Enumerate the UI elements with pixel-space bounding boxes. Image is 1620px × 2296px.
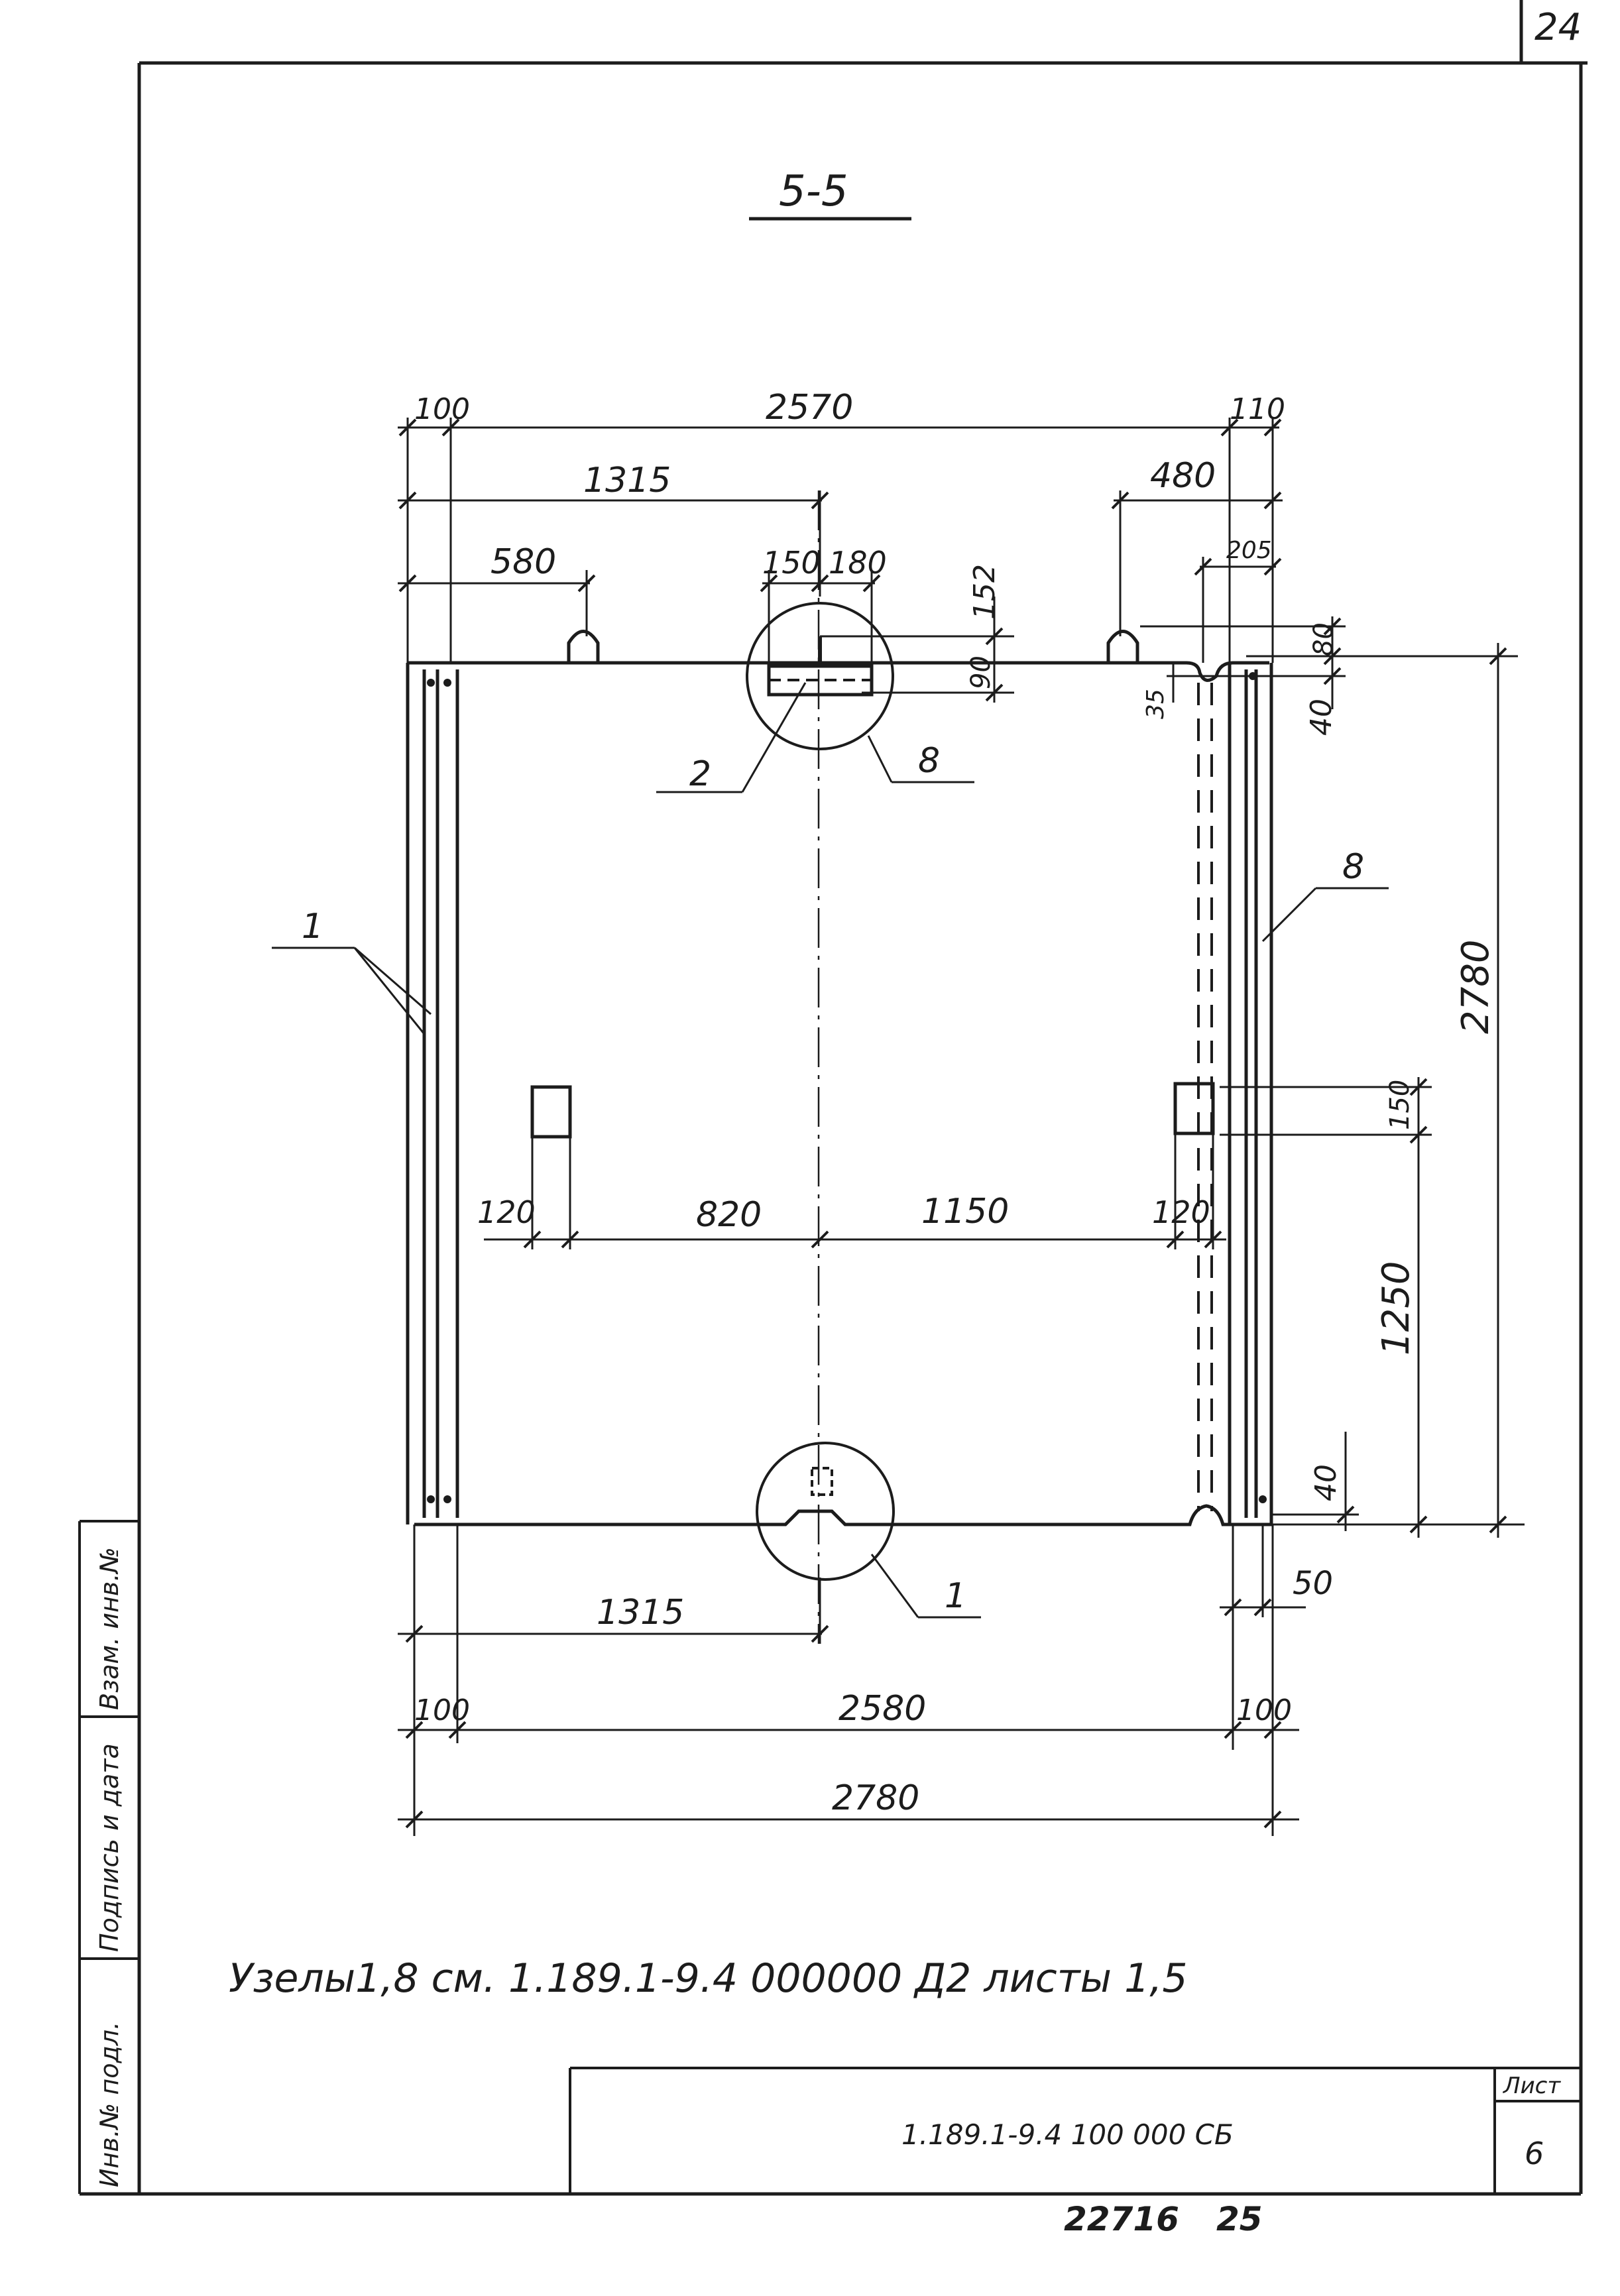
lifting-loop-right: [1106, 630, 1139, 663]
dim-1150: 1150: [921, 1192, 1009, 1232]
dim-1315-top: 1315: [583, 461, 671, 500]
dim-2780-horizontal: 2780: [832, 1778, 919, 1818]
page-number: 24: [1534, 6, 1582, 49]
dim-50: 50: [1293, 1565, 1333, 1602]
dim-2780-vertical: 2780: [1454, 939, 1497, 1034]
dim-480: 480: [1150, 456, 1216, 496]
dim-100-top: 100: [414, 392, 470, 426]
side-label-signature-date: Подпись и дата: [95, 1743, 124, 1952]
dimension-lines: [272, 418, 1525, 1836]
dim-110: 110: [1230, 392, 1285, 426]
sheet-frame: [80, 0, 1588, 2196]
dim-820: 820: [696, 1195, 762, 1235]
archive-number: 22716: [1064, 2200, 1179, 2238]
reference-note: Узелы1,8 см. 1.189.1-9.4 000000 Д2 листы…: [229, 1955, 1188, 2002]
dim-90: 90: [966, 656, 996, 689]
dim-1250: 1250: [1375, 1261, 1418, 1355]
dim-205: 205: [1226, 537, 1272, 564]
dim-180: 180: [829, 545, 887, 581]
hidden-channel: [1197, 683, 1213, 1511]
lifting-loop-left: [567, 630, 600, 663]
dim-580: 580: [491, 542, 556, 582]
callout-2: 2: [689, 754, 711, 794]
side-label-inv-no: Инв.№ подл.: [95, 2022, 124, 2187]
dim-35: 35: [1142, 689, 1169, 719]
document-code: 1.189.1-9.4 100 000 СБ: [901, 2118, 1234, 2151]
node-detail-bottom: [756, 1442, 895, 1581]
copy-number: 25: [1216, 2200, 1263, 2238]
dim-80: 80: [1308, 622, 1339, 656]
dim-100-bottom-right: 100: [1236, 1693, 1292, 1727]
dim-152: 152: [968, 564, 1002, 620]
dim-40-top: 40: [1304, 699, 1338, 736]
panel-outline: [406, 661, 1273, 1526]
section-title: 5-5: [779, 167, 848, 216]
dim-150-right: 150: [1385, 1080, 1415, 1130]
sheet-label: Лист: [1502, 2073, 1561, 2099]
dim-150-top: 150: [762, 545, 821, 581]
side-label-replacement-inv-no: Взам. инв.№: [95, 1547, 124, 1710]
dimension-ticks: [398, 418, 1507, 1829]
callouts: 1 2 8 8 1: [302, 741, 1364, 1616]
callout-1-bottom: 1: [945, 1576, 966, 1616]
dim-120-right: 120: [1152, 1194, 1210, 1230]
dim-2570: 2570: [766, 388, 853, 428]
dim-100-bottom-left: 100: [414, 1693, 470, 1727]
side-stamp: [78, 1520, 139, 2194]
callout-1-left: 1: [302, 907, 323, 947]
callout-8-top: 8: [918, 741, 940, 781]
dim-2580: 2580: [839, 1689, 926, 1729]
dim-120-left: 120: [477, 1194, 536, 1230]
embedded-plate-left: [530, 1085, 572, 1139]
dim-40-bottom: 40: [1309, 1464, 1343, 1501]
dimension-labels: 100 2570 110 1315 480 205 580 150 180 15…: [414, 388, 1497, 1818]
callout-8-right: 8: [1342, 847, 1364, 887]
title-block: [569, 2067, 1581, 2194]
node-detail-top: [746, 602, 894, 750]
sheet-number: 6: [1525, 2136, 1544, 2171]
dim-1315-bottom: 1315: [597, 1593, 684, 1633]
embedded-plate-right: [1173, 1082, 1215, 1135]
